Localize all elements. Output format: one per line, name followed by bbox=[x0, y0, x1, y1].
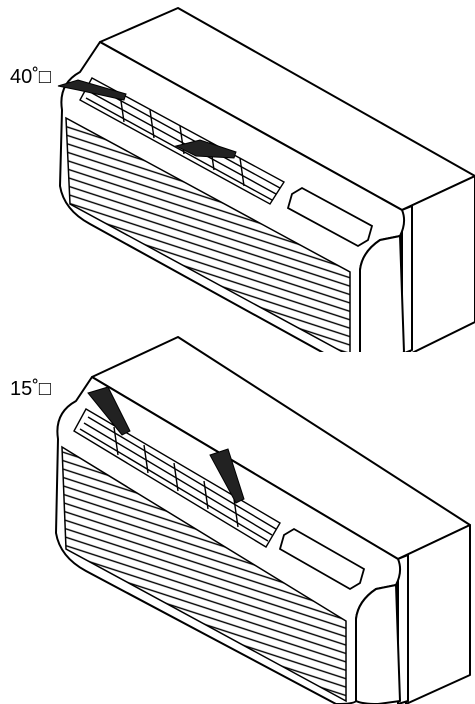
air-conditioner-figure-40: 40˚□ bbox=[10, 7, 475, 352]
air-conditioner-drawing bbox=[57, 7, 475, 352]
angle-label: 15˚□ bbox=[10, 378, 51, 400]
angle-label: 40˚□ bbox=[10, 66, 51, 88]
air-conditioner-figure-15: 15˚□ bbox=[0, 335, 475, 704]
air-conditioner-drawing bbox=[55, 336, 471, 704]
